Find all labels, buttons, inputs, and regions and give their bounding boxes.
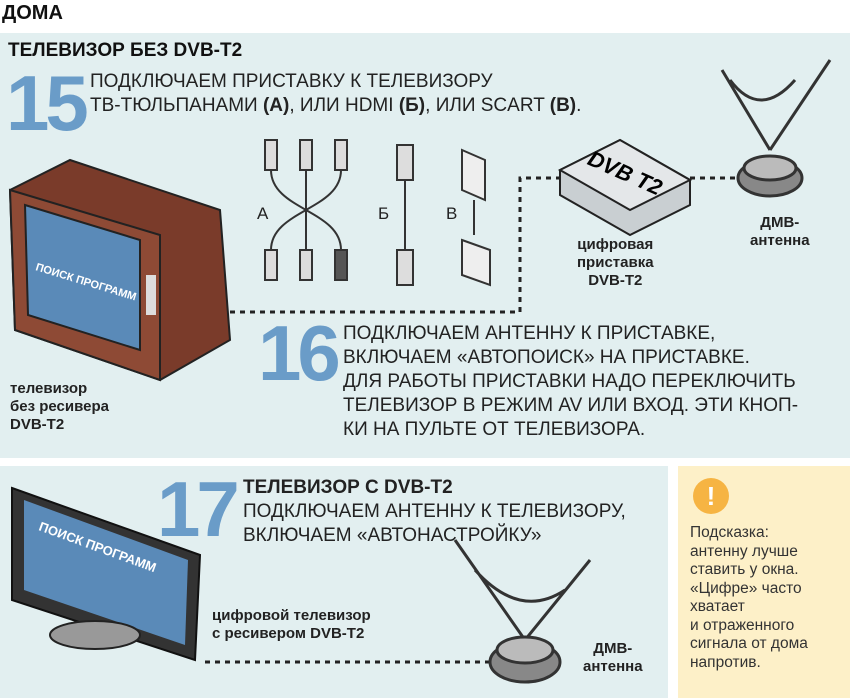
hdmi-cable-icon [396, 144, 414, 286]
flat-tv-icon [11, 486, 202, 662]
panel-heading: ТЕЛЕВИЗОР БЕЗ DVB-T2 [8, 40, 243, 61]
step-15-line: ТВ-ТЮЛЬПАНАМИ (А), ИЛИ HDMI (Б), ИЛИ SCA… [90, 95, 582, 116]
step-number-15: 15 [6, 59, 89, 147]
cable-label-b: Б [378, 204, 390, 223]
antenna-label: ДМВ-антенна [750, 214, 810, 249]
antenna-icon [720, 59, 832, 198]
cable-label-v: В [446, 204, 458, 223]
step-15-line: ПОДКЛЮЧАЕМ ПРИСТАВКУ К ТЕЛЕВИЗОРУ [90, 71, 493, 92]
antenna-label: ДМВ-антенна [583, 640, 643, 675]
step-number-17: 17 [157, 465, 240, 553]
step-number-16: 16 [258, 309, 341, 397]
cable-label-a: А [257, 204, 269, 223]
antenna-icon [453, 539, 592, 684]
rca-cable-icon [264, 139, 348, 281]
exclamation-icon: ! [693, 478, 729, 514]
connection-line [230, 176, 560, 314]
old-tv-icon [8, 158, 232, 382]
scart-cable-icon [461, 148, 491, 287]
step-16-text: ПОДКЛЮЧАЕМ АНТЕННУ К ПРИСТАВКЕ,ВКЛЮЧАЕМ … [343, 323, 799, 440]
section-title: ДОМА [2, 2, 63, 24]
dvb-t2-box-icon: DVB T2 [557, 138, 693, 237]
step-15-text: ПОДКЛЮЧАЕМ ПРИСТАВКУ К ТЕЛЕВИЗОРУ ТВ-ТЮЛ… [90, 70, 581, 118]
